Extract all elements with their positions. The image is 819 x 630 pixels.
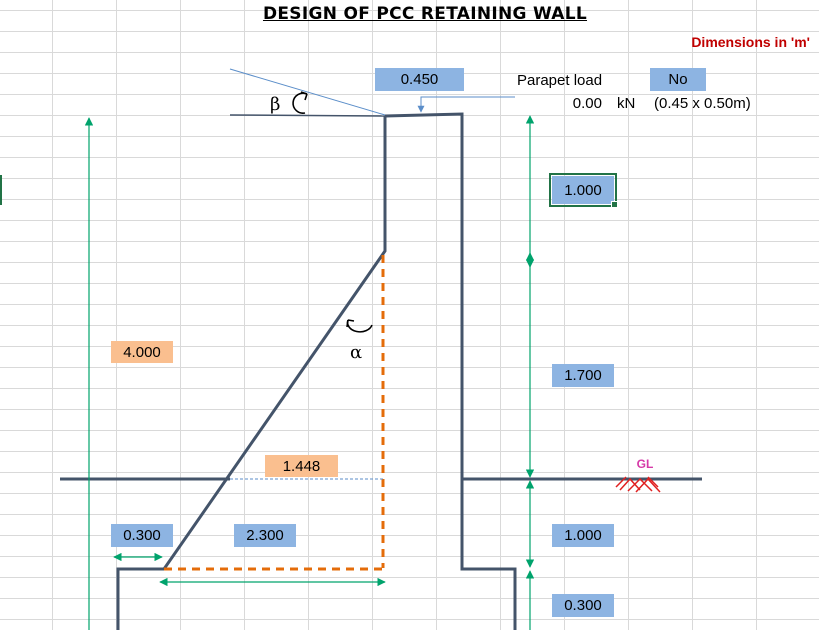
backfill-slope-line	[229, 68, 386, 116]
ground-level-label: GL	[636, 457, 654, 471]
parapet-top-width-cell[interactable]: 0.450	[375, 68, 464, 91]
parapet-load-value: 0.00	[572, 94, 602, 112]
parapet-leader-line	[417, 96, 515, 113]
depth-below-ground-cell[interactable]: 1.000	[552, 524, 614, 547]
row-selection-marker	[0, 175, 2, 205]
backfill-horizontal-line	[229, 114, 386, 117]
ground-hatch-symbol	[615, 476, 661, 493]
alpha-rotation-arrow	[346, 319, 373, 333]
footing-thickness-cell[interactable]: 0.300	[552, 594, 614, 617]
vertical-back-height-cell[interactable]: 1.000	[549, 173, 617, 207]
total-height-cell[interactable]: 4.000	[111, 341, 173, 363]
parapet-load-unit: kN	[617, 94, 636, 112]
slope-base-width-cell[interactable]: 2.300	[234, 524, 296, 547]
parapet-load-label: Parapet load	[517, 71, 603, 89]
beta-rotation-arrow	[292, 92, 308, 114]
fill-handle[interactable]	[611, 201, 618, 208]
sloped-back-height-cell[interactable]: 1.700	[552, 364, 614, 387]
sheet-title: DESIGN OF PCC RETAINING WALL	[262, 4, 588, 24]
parapet-load-note: (0.45 x 0.50m)	[654, 94, 751, 112]
beta-angle-label: β	[270, 94, 281, 115]
toe-width-cell[interactable]: 0.300	[111, 524, 173, 547]
units-note: Dimensions in 'm'	[691, 34, 810, 50]
width-at-ground-cell[interactable]: 1.448	[265, 455, 338, 477]
wall-back-outline	[116, 116, 387, 630]
parapet-option-cell[interactable]: No	[650, 68, 706, 91]
alpha-angle-label: α	[350, 342, 363, 363]
wall-stem-outline	[384, 112, 517, 630]
